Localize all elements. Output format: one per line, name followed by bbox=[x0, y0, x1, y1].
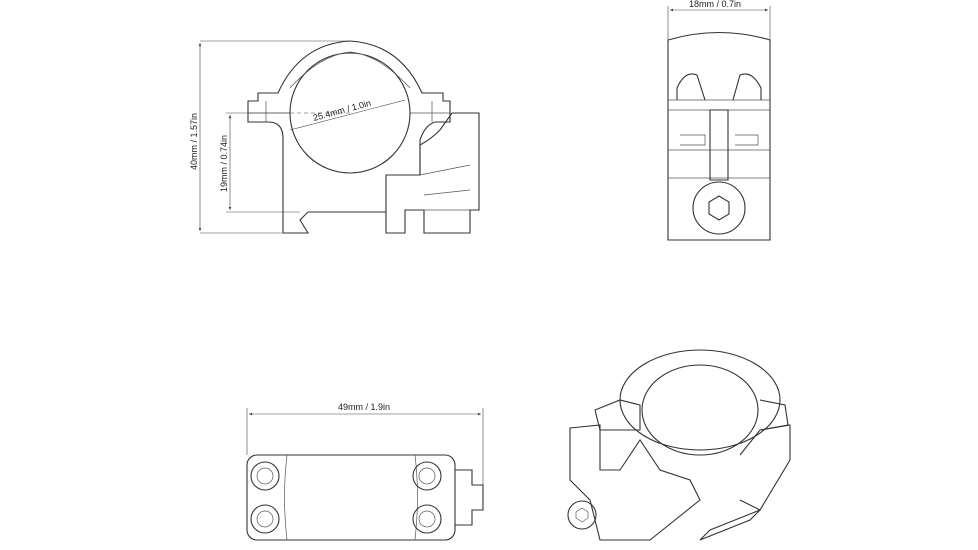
front-view bbox=[198, 40, 480, 234]
length-label: 49mm / 1.9in bbox=[338, 402, 390, 412]
top-view bbox=[246, 408, 484, 541]
side-view bbox=[667, 6, 771, 241]
height-total-label: 40mm / 1.57in bbox=[189, 113, 199, 170]
isometric-view bbox=[567, 349, 791, 541]
center-height-label: 19mm / 0.74in bbox=[219, 135, 229, 192]
ring-diameter-label: 25.4mm / 1.0in bbox=[312, 98, 372, 123]
width-label: 18mm / 0.7in bbox=[689, 0, 741, 9]
